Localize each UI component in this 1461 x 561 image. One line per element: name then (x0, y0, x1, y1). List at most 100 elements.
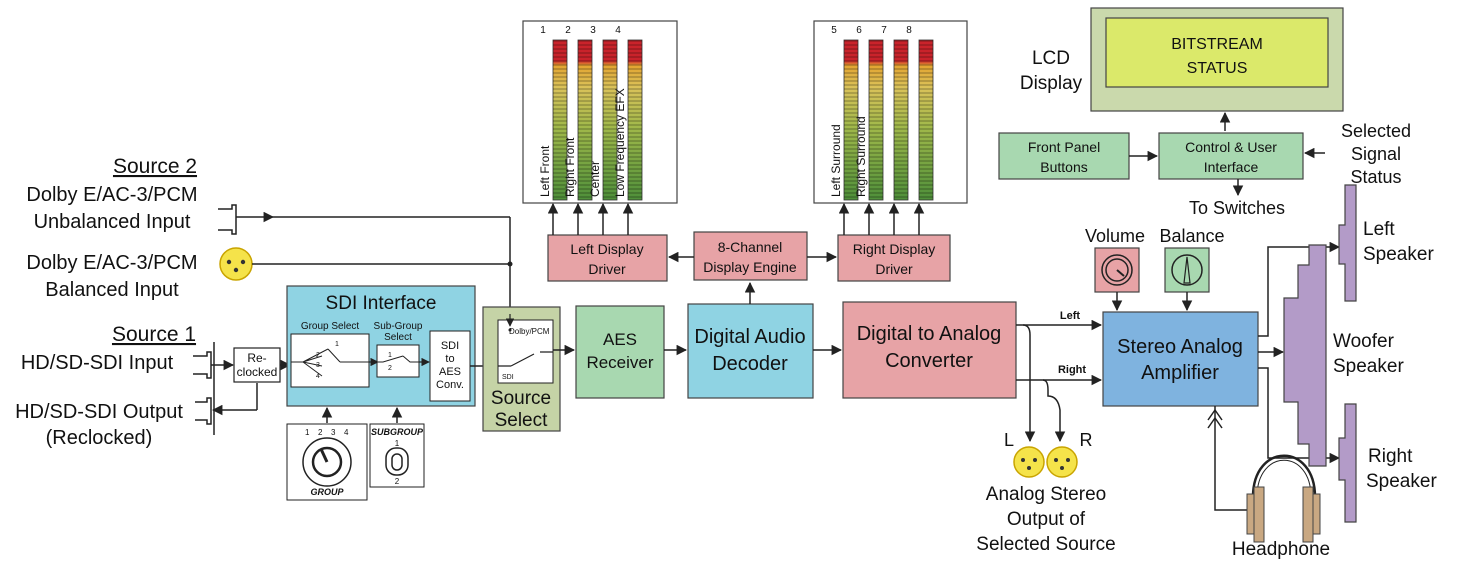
meter-segments-3 (603, 40, 617, 200)
meter-number-2: 2 (565, 25, 571, 36)
meter-number-1: 1 (540, 25, 546, 36)
front-panel-label-1: Front Panel (1028, 139, 1100, 155)
aes-receiver-label-2: Receiver (586, 353, 653, 372)
aes-receiver-block: AES Receiver (575, 305, 688, 399)
meter-segments-1 (553, 40, 567, 200)
meter-segments-6 (869, 40, 883, 200)
subgroup-toggle[interactable]: SUBGROUP 1 2 (369, 406, 425, 488)
amp-speaker-wiring (1207, 241, 1341, 511)
subgroup-switch-pos-2: 2 (388, 365, 392, 372)
wire-right-label: Right (1058, 364, 1086, 376)
control-label-1: Control & User (1185, 139, 1277, 155)
digital-audio-decoder-block: Digital Audio Decoder (687, 281, 843, 399)
front-panel-label-2: Buttons (1040, 159, 1087, 175)
volume-knob[interactable]: Volume (1085, 226, 1145, 312)
group-knob[interactable]: 1 2 3 4 GROUP (286, 406, 368, 501)
balance-label: Balance (1159, 226, 1224, 246)
decoder-label-1: Digital Audio (694, 326, 805, 348)
source-select-label-1: Source (491, 388, 551, 409)
source2-balanced-label-2: Balanced Input (45, 279, 179, 301)
sdi-to-aes-label-3: AES (439, 366, 461, 378)
meter-label-5: Left Surround (829, 124, 843, 197)
meter-label-4: Low Frequency EFX (613, 88, 627, 197)
meter-number-7: 7 (881, 25, 887, 36)
left-speaker-label-2: Speaker (1363, 244, 1434, 265)
control-interface-block: Control & User Interface To Switches Sel… (1158, 121, 1411, 218)
headphone-label: Headphone (1232, 539, 1330, 560)
meter-number-6: 6 (856, 25, 862, 36)
group-switch-pos-2: 2 (316, 352, 320, 359)
lcd-screen-line-2: STATUS (1187, 60, 1248, 77)
group-switch-pos-1: 1 (335, 341, 339, 348)
subgroup-toggle-2: 2 (395, 477, 400, 486)
group-switch-pos-4: 4 (316, 373, 320, 380)
source1-input-label: HD/SD-SDI Input (21, 352, 174, 374)
analog-out-l-label: L (1004, 430, 1014, 450)
sdi-to-aes-label-4: Conv. (436, 379, 464, 391)
balance-knob[interactable]: Balance (1159, 226, 1225, 312)
meter-number-5: 5 (831, 25, 837, 36)
source2-unbalanced-label-2: Unbalanced Input (34, 211, 191, 233)
analog-out-label-2: Output of (1007, 509, 1086, 530)
meter-segments-8 (919, 40, 933, 200)
to-switches-label: To Switches (1189, 198, 1285, 218)
left-driver-label-1: Left Display (570, 241, 643, 257)
source1-group: Source 1 HD/SD-SDI Input HD/SD-SDI Outpu… (15, 323, 292, 449)
subgroup-toggle-1: 1 (395, 439, 400, 448)
sdi-to-aes-label-1: SDI (441, 340, 459, 352)
stereo-amplifier-block: Stereo Analog Amplifier (1102, 311, 1259, 407)
reclocker-block (233, 347, 281, 383)
meter-number-8: 8 (906, 25, 912, 36)
meter-segments-4 (628, 40, 642, 200)
meter-segments-2 (578, 40, 592, 200)
group-knob-1: 1 (305, 428, 310, 437)
group-knob-3: 3 (331, 428, 336, 437)
analog-out-r-label: R (1080, 430, 1093, 450)
xlr-output-right-icon (1046, 446, 1078, 478)
meter-label-3: Center (588, 161, 602, 197)
amp-label-1: Stereo Analog (1117, 336, 1243, 358)
source2-heading: Source 2 (113, 155, 197, 178)
meter-label-1: Left Front (538, 145, 552, 197)
source2-balanced-label-1: Dolby E/AC-3/PCM (26, 252, 197, 274)
front-panel-buttons-block[interactable]: Front Panel Buttons (998, 132, 1159, 180)
meter-segments-7 (894, 40, 908, 200)
meter-label-2: Right Front (563, 137, 577, 197)
meter-segments-5 (844, 40, 858, 200)
right-speaker-icon: Right Speaker (1338, 403, 1437, 523)
dac-label-1: Digital to Analog (857, 323, 1002, 345)
group-knob-label: GROUP (310, 487, 344, 497)
woofer-speaker-icon: Woofer Speaker (1283, 244, 1404, 467)
reclocker-label-2: clocked (237, 365, 278, 379)
xlr-output-left-icon (1013, 446, 1045, 478)
analog-out-label-3: Selected Source (976, 534, 1115, 555)
lcd-label-1: LCD (1032, 48, 1070, 69)
group-knob-4: 4 (344, 428, 349, 437)
control-label-2: Interface (1204, 159, 1259, 175)
left-driver-label-2: Driver (588, 261, 626, 277)
left-speaker-label-1: Left (1363, 219, 1395, 240)
subgroup-select-label-2: Select (384, 332, 412, 343)
source1-output-label: HD/SD-SDI Output (15, 401, 183, 423)
left-display-driver-block: Left Display Driver (547, 234, 668, 282)
subgroup-select-label-1: Sub-Group (374, 321, 423, 332)
analog-out-label-1: Analog Stereo (986, 484, 1106, 505)
source2-group: Source 2 Dolby E/AC-3/PCM Unbalanced Inp… (26, 155, 510, 301)
source1-output-note: (Reclocked) (46, 427, 153, 449)
source-select-sdi-label: SDI (502, 374, 514, 381)
source2-unbalanced-label-1: Dolby E/AC-3/PCM (26, 184, 197, 206)
meter-number-3: 3 (590, 25, 596, 36)
selected-status-label-1: Selected (1341, 121, 1411, 141)
analog-stereo-output: L R Analog Stereo Output of Selected Sou… (976, 430, 1115, 555)
dac-label-2: Converter (885, 350, 973, 372)
xlr-connector-icon (219, 247, 253, 281)
lcd-label-2: Display (1020, 73, 1083, 94)
subgroup-toggle-label: SUBGROUP (371, 427, 424, 437)
sdi-interface-block: SDI Interface Group Select Sub-Group Sel… (286, 285, 500, 407)
display-engine-label-1: 8-Channel (718, 239, 783, 255)
right-display-driver-block: Right Display Driver (837, 234, 951, 282)
right-driver-label-2: Driver (875, 261, 913, 277)
group-select-label: Group Select (301, 321, 360, 332)
reclocker-label-1: Re- (247, 351, 266, 365)
volume-label: Volume (1085, 226, 1145, 246)
